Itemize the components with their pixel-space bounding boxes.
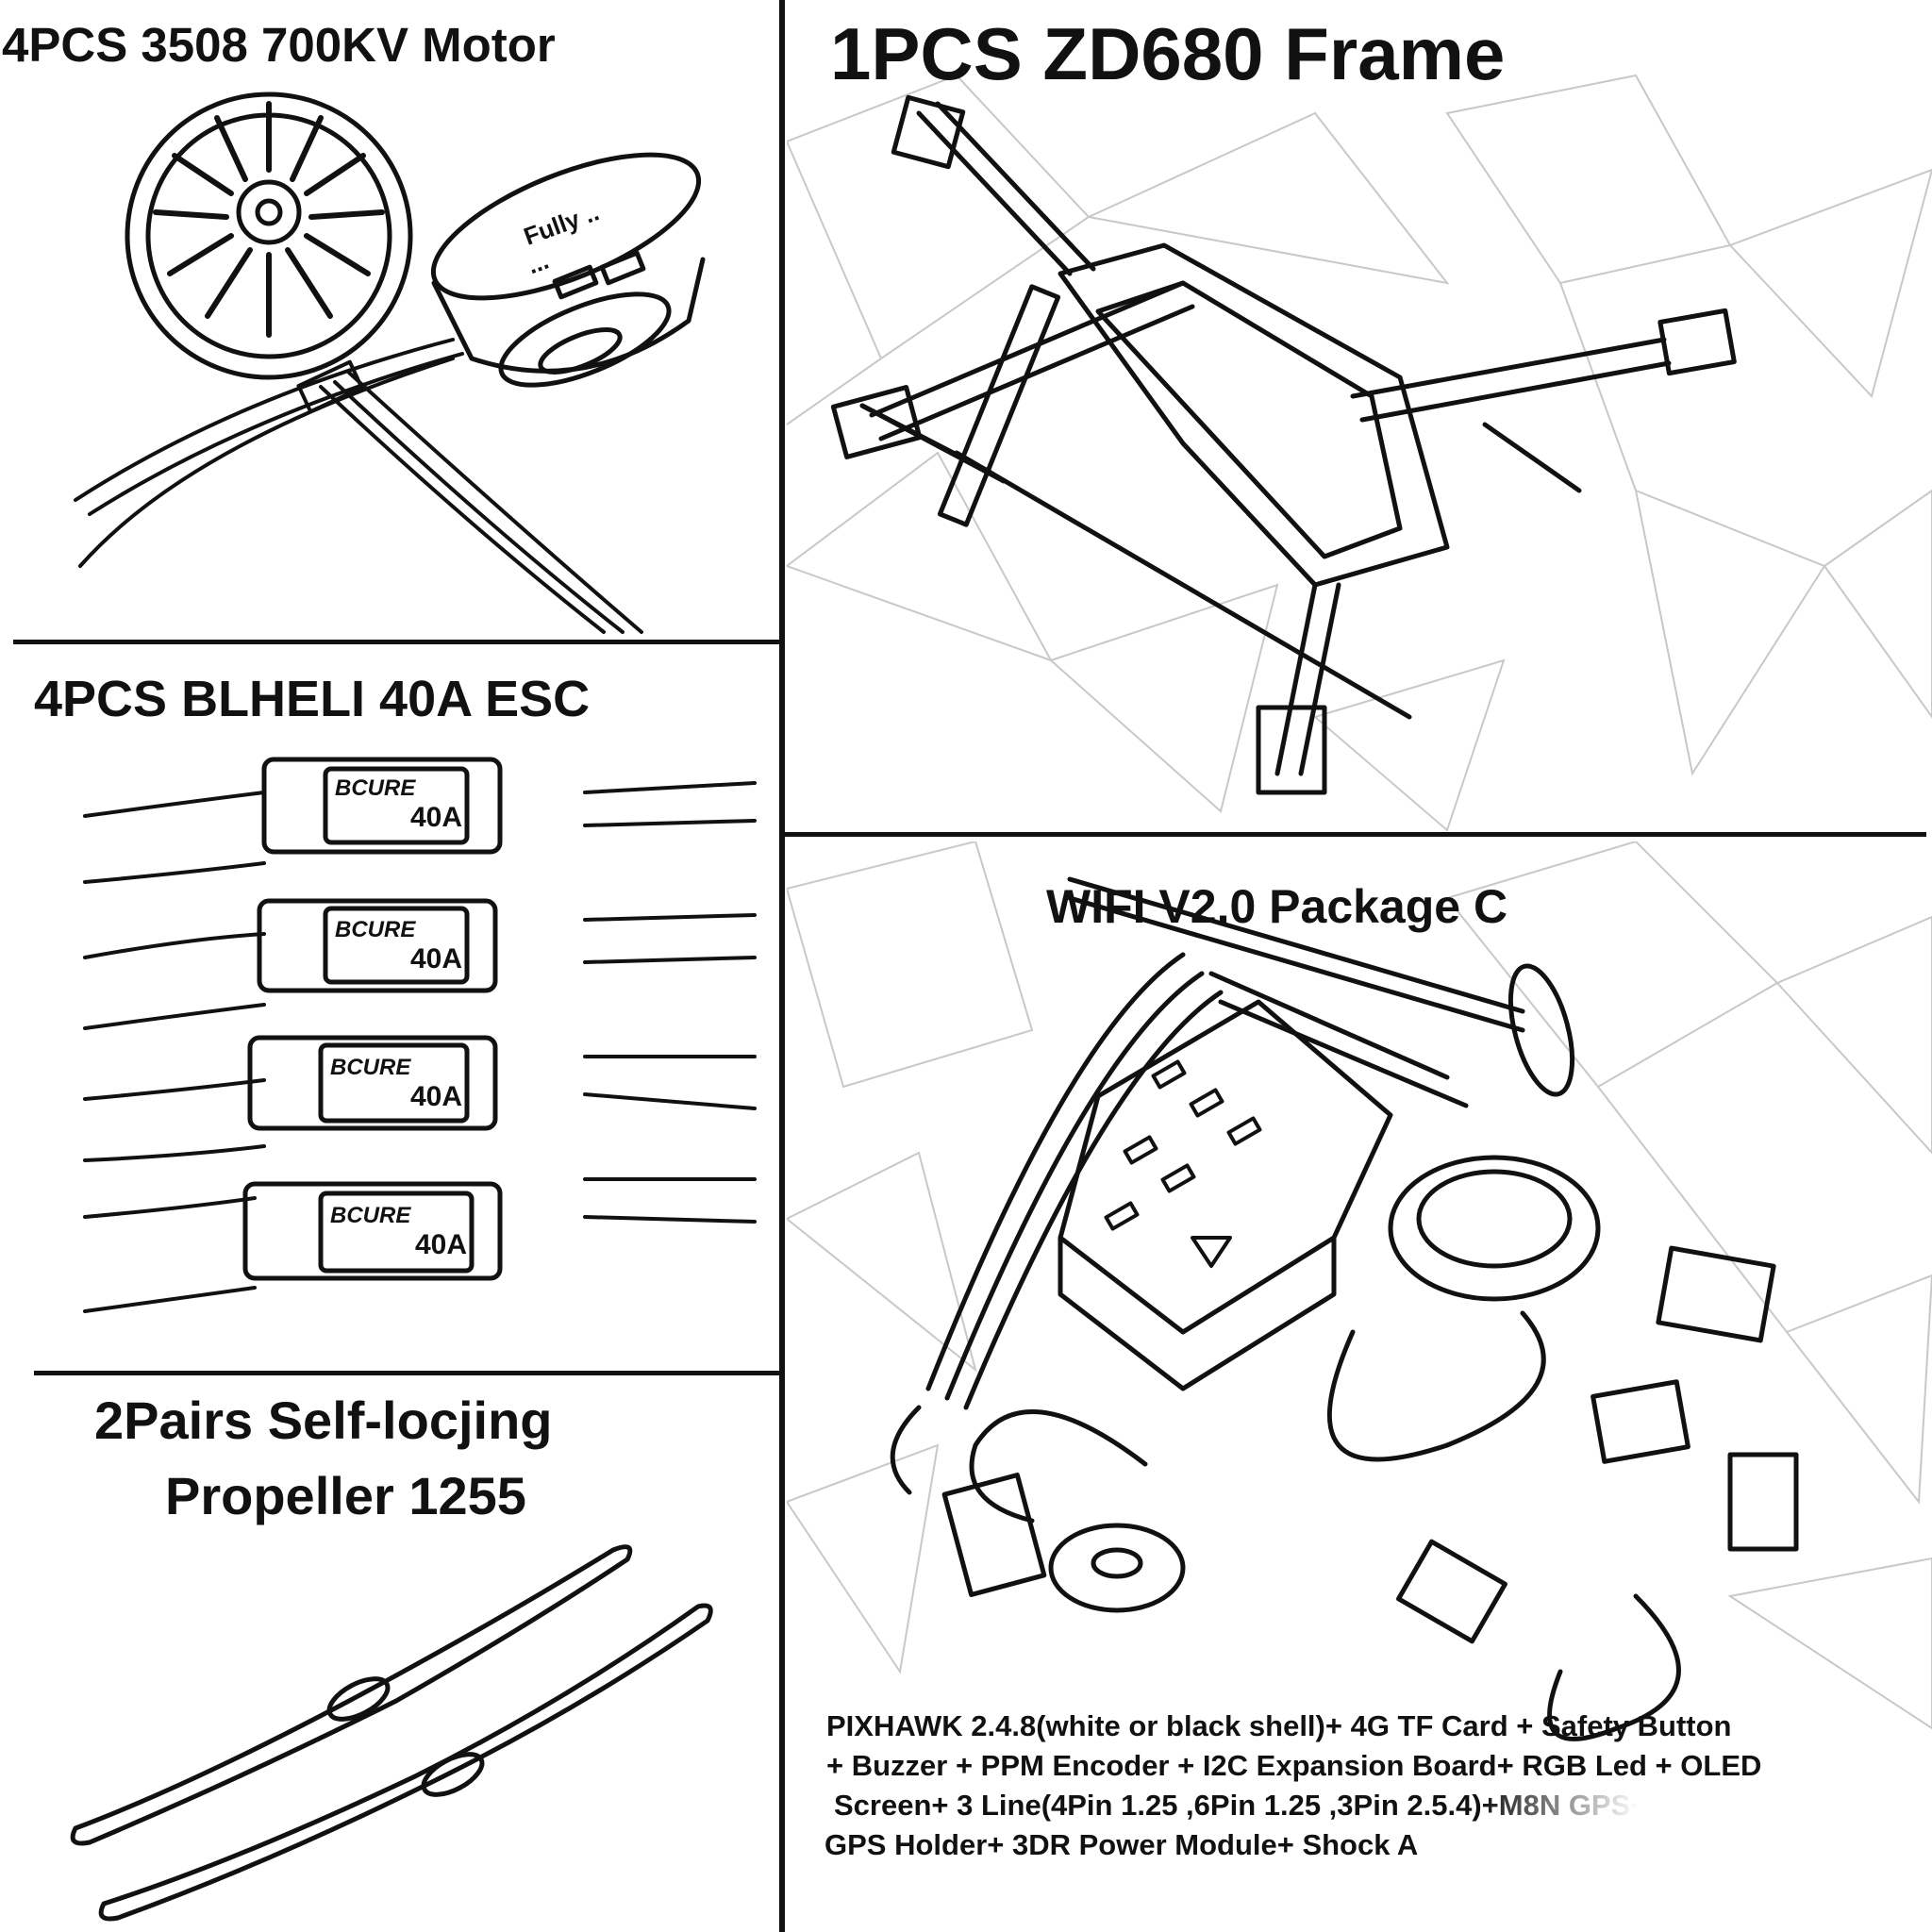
horizontal-divider-frame-package — [785, 832, 1926, 837]
esc-brand-label: BCURE — [335, 775, 416, 801]
frame-title: 1PCS ZD680 Frame — [830, 12, 1506, 95]
esc-brand-label: BCURE — [330, 1055, 411, 1080]
esc-rating-label: 40A — [409, 1081, 462, 1112]
text-fade-overlay — [1480, 1780, 1932, 1884]
esc-rating-label: 40A — [414, 1229, 467, 1260]
esc-unit-2: BCURE 40A — [335, 917, 462, 975]
esc-illustration — [83, 757, 757, 1313]
package-panel: WIFI V2.0 Package C — [787, 841, 1932, 1932]
motor-label-text-2: ... — [524, 246, 553, 280]
esc-brand-label: BCURE — [330, 1203, 411, 1228]
esc-unit-1: BCURE 40A — [335, 775, 462, 834]
esc-rating-label: 40A — [409, 802, 462, 833]
package-title: WIFI V2.0 Package C — [1046, 880, 1508, 933]
frame-panel: 1PCS ZD680 Frame — [787, 0, 1932, 832]
motor-illustration: Fully .. ... — [74, 92, 706, 634]
propeller-panel: 2Pairs Self-locjing Propeller 1255 — [0, 1380, 779, 1932]
propeller-illustration — [70, 1544, 713, 1922]
package-desc-line-1: PIXHAWK 2.4.8(white or black shell)+ 4G … — [826, 1709, 1732, 1742]
package-background-pattern — [787, 841, 1932, 1730]
horizontal-divider-esc-propeller — [34, 1371, 779, 1375]
horizontal-divider-motor-esc — [13, 640, 779, 644]
propeller-title-line-1: 2Pairs Self-locjing — [94, 1391, 553, 1450]
esc-panel: 4PCS BLHELI 40A ESC — [0, 651, 779, 1371]
vertical-divider — [779, 0, 785, 1932]
package-desc-line-2: + Buzzer + PPM Encoder + I2C Expansion B… — [826, 1749, 1762, 1782]
esc-unit-4: BCURE 40A — [330, 1203, 467, 1261]
esc-rating-label: 40A — [409, 943, 462, 974]
motor-title: 4PCS 3508 700KV Motor — [2, 18, 556, 72]
frame-background-pattern — [787, 74, 1932, 832]
motor-panel: 4PCS 3508 700KV Motor — [0, 0, 779, 640]
frame-illustration — [830, 94, 1737, 795]
esc-unit-3: BCURE 40A — [330, 1055, 462, 1113]
package-desc-line-4: GPS Holder+ 3DR Power Module+ Shock A — [824, 1828, 1419, 1861]
package-illustration — [890, 876, 1799, 1741]
esc-title: 4PCS BLHELI 40A ESC — [34, 671, 591, 727]
esc-brand-label: BCURE — [335, 917, 416, 942]
motor-label-text: Fully .. — [520, 197, 603, 250]
propeller-title-line-2: Propeller 1255 — [165, 1466, 526, 1525]
